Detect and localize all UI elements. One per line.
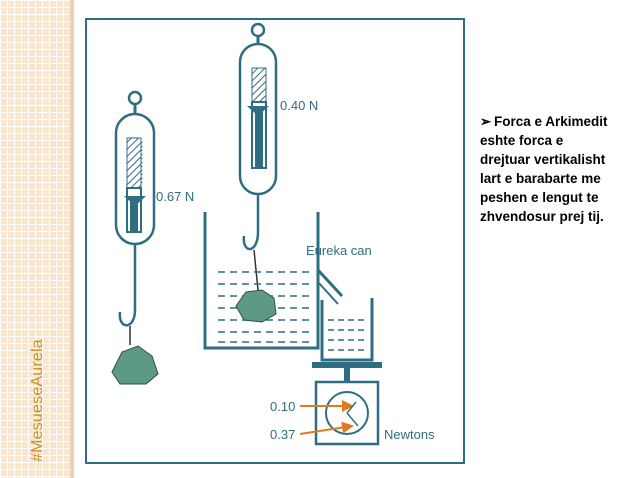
beaker-platform — [312, 362, 382, 368]
right-spring-balance — [238, 22, 278, 291]
right-pointer-arrow — [247, 106, 269, 116]
left-spring-balance — [111, 90, 159, 385]
newtons-label: Newtons — [384, 427, 435, 442]
right-scale-reading: 0.40 N — [280, 98, 318, 113]
diagram-frame — [85, 18, 465, 464]
scale-bottom-reading: 0.37 — [270, 427, 295, 442]
can-spout — [316, 268, 344, 298]
left-scale-reading: 0.67 N — [156, 189, 194, 204]
right-balance-ring — [250, 22, 266, 38]
eureka-can-label: Eureka can — [306, 243, 372, 258]
platform-scale — [299, 380, 380, 446]
left-balance-ring — [127, 90, 143, 106]
left-hook — [118, 309, 137, 327]
scale-top-reading: 0.10 — [270, 399, 295, 414]
left-stone — [111, 345, 159, 385]
submerged-stone — [235, 289, 277, 323]
bullet-arrow-icon: ➢ — [480, 114, 492, 129]
left-pointer-arrow — [124, 196, 146, 206]
band-divider — [70, 0, 74, 478]
bullet-point: ➢Forca e Arkimedit eshte forca e drejtua… — [480, 112, 610, 226]
right-hook — [242, 231, 260, 251]
decorative-grid-band — [0, 0, 70, 478]
catch-beaker — [312, 298, 382, 382]
eureka-can — [203, 212, 344, 350]
bullet-point-text: Forca e Arkimedit eshte forca e drejtuar… — [480, 114, 608, 224]
